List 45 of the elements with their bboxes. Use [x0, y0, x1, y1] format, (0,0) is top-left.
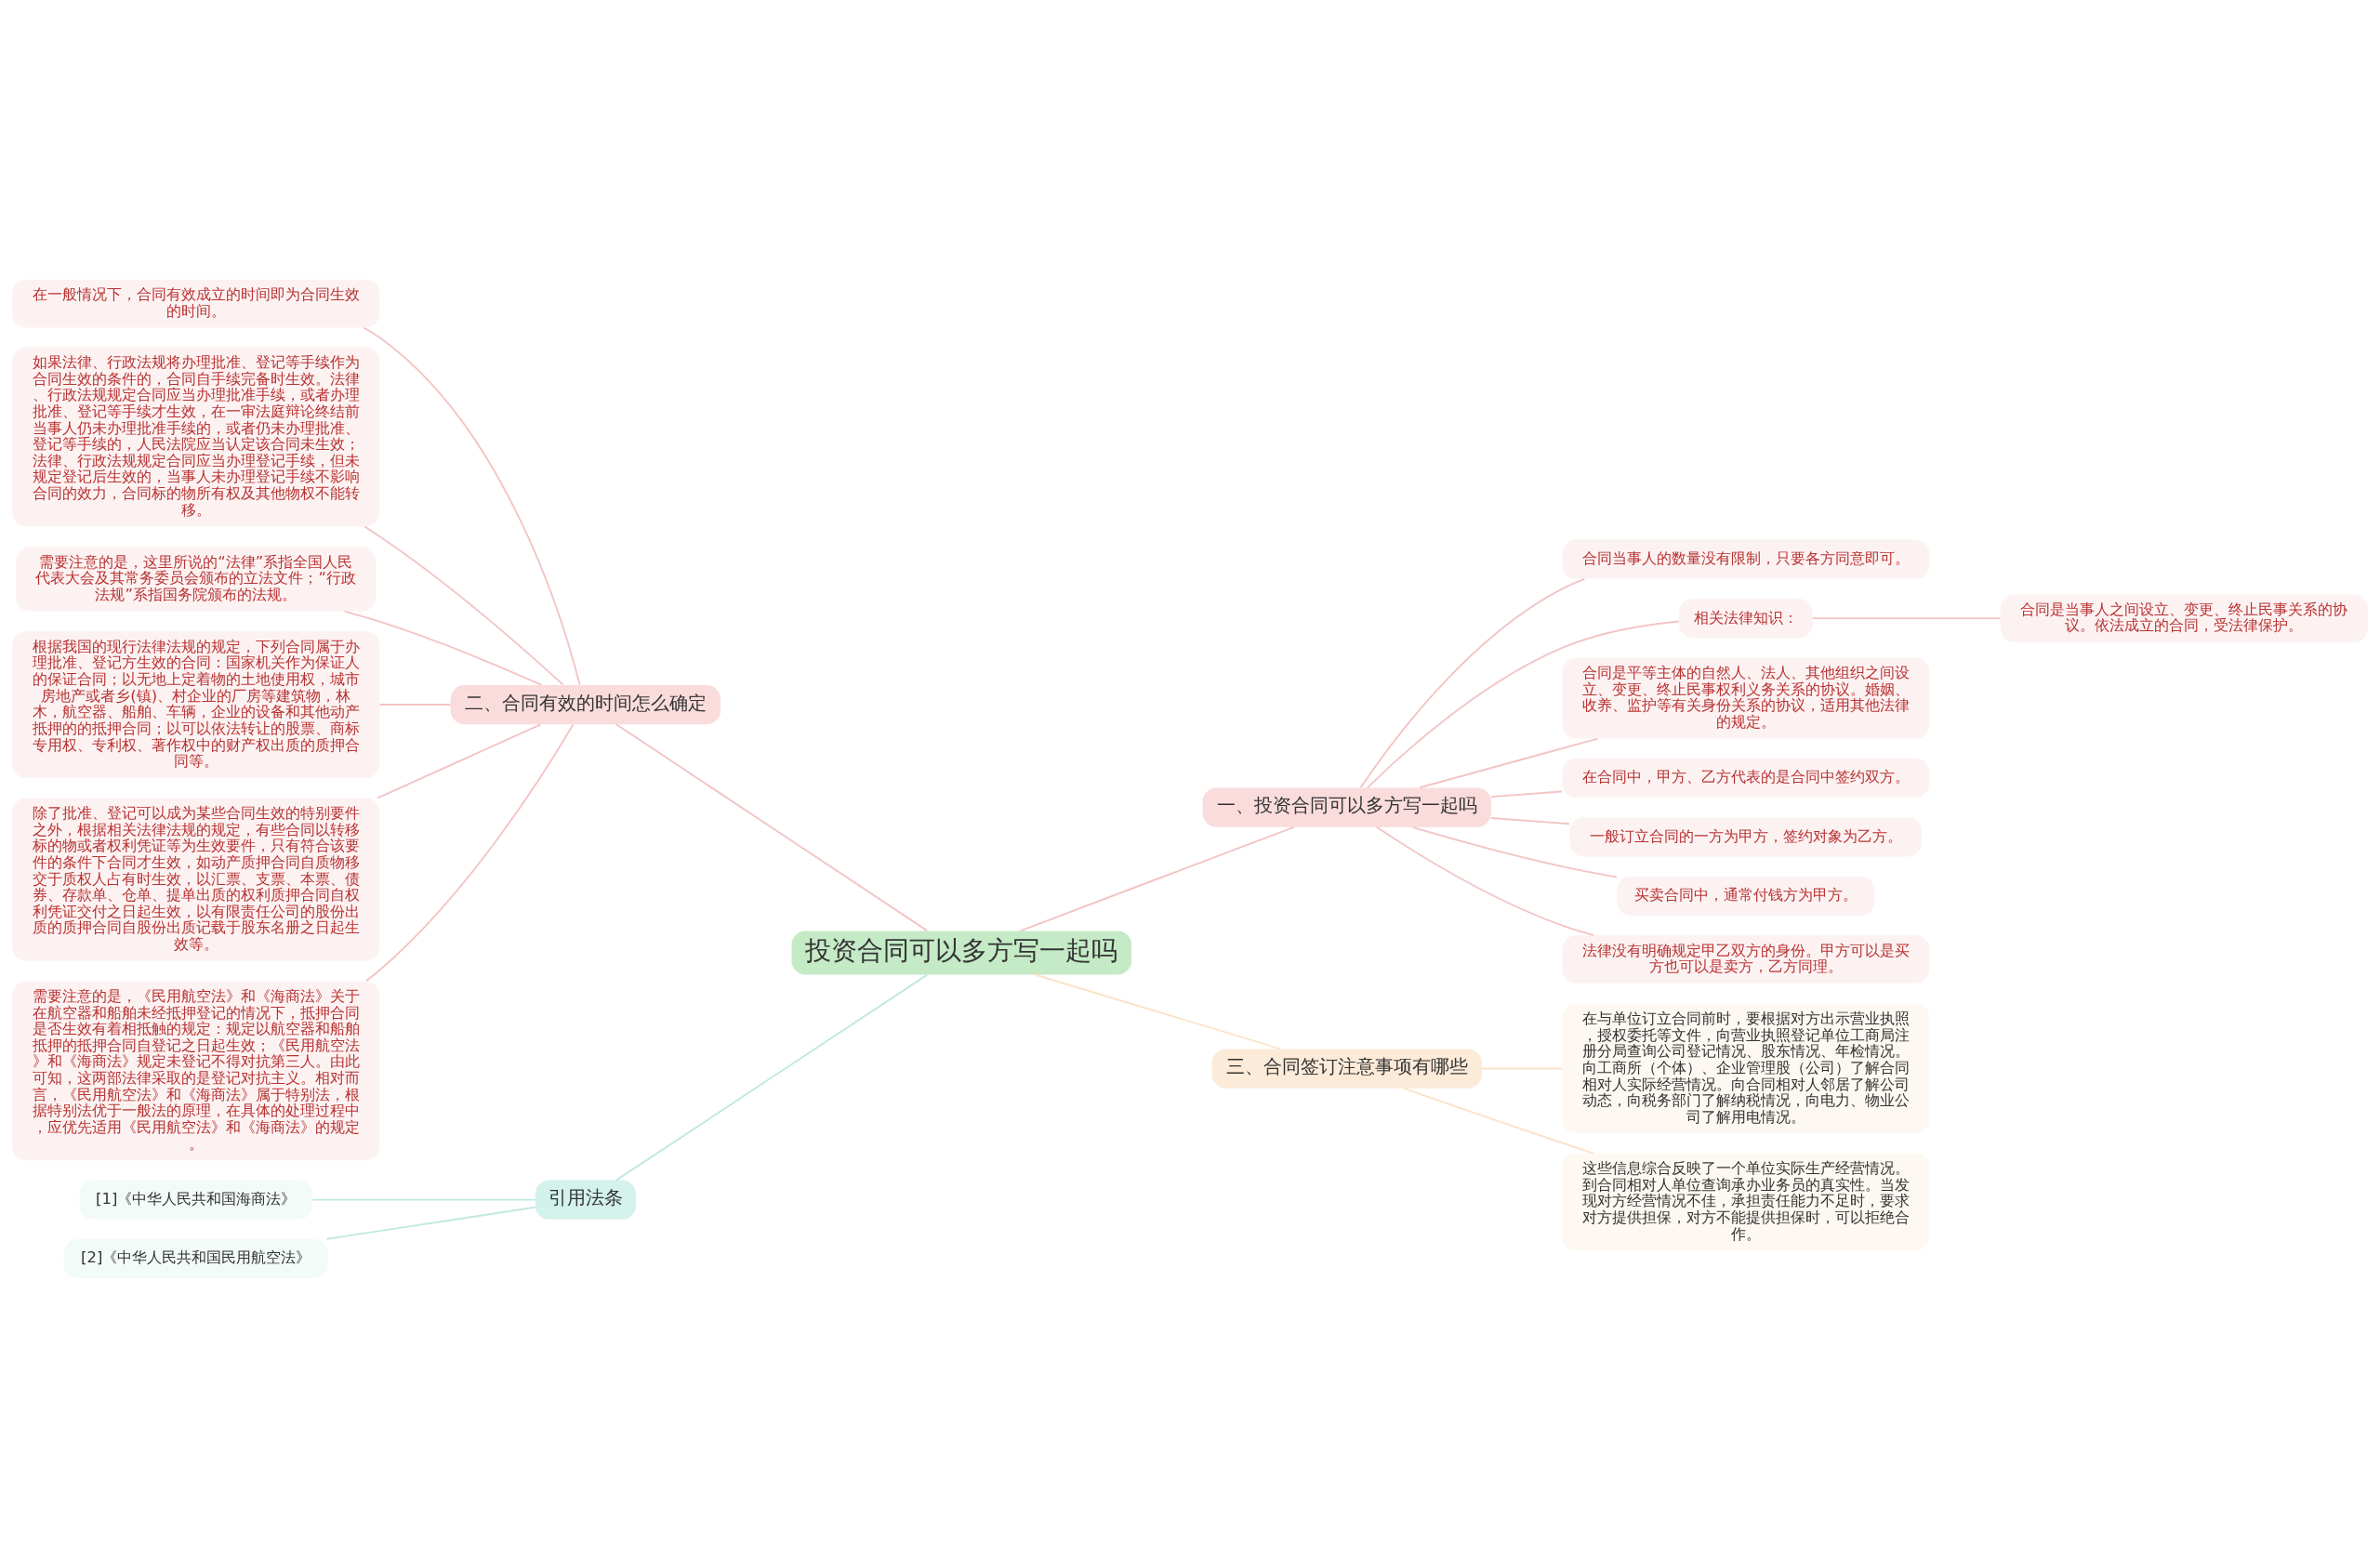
node-box: 需要注意的是，这里所说的“法律”系指全国人民代表大会及其常务委员会颁布的立法文件；“行政法规”系指国务院颁布的法规。: [16, 547, 377, 612]
node-box: 在与单位订立合同前时，要根据对方出示营业执照，授权委托等文件，向营业执照登记单位工商局注册分局查询公司登记情况、股东情况、年检情况。向工商所（个体）、企业管理股（公司）了解合同相对人实际经营情况。向合同相对人邻居了解公司动态，向税务部门了解纳税情况，向电力、物业公司了解用电情况。: [1562, 1003, 1930, 1134]
connector: [311, 1198, 536, 1201]
connector: [365, 723, 575, 983]
node-box: 合同是当事人之间设立、变更、终止民事关系的协议。依法成立的合同，受法律保护。: [2000, 594, 2368, 643]
connector: [1490, 817, 1571, 825]
connector: [343, 610, 543, 686]
connector: [615, 723, 929, 932]
node-box: 合同是平等主体的自然人、法人、其他组织之间设立、变更、终止民事权利义务关系的协议。婚姻、收养、监护等有关身份关系的协议，适用其他法律的规定。: [1562, 657, 1930, 739]
connector: [1481, 1067, 1564, 1070]
connector: [1811, 617, 2002, 620]
node-box: 三、合同签订注意事项有哪些: [1211, 1049, 1482, 1089]
connector: [364, 525, 564, 686]
node-box: 法律没有明确规定甲乙双方的身份。甲方可以是买方也可以是卖方，乙方同理。: [1562, 935, 1930, 984]
node-box: 一般订立合同的一方为甲方，签约对象为乙方。: [1569, 817, 1923, 857]
node-box: 一、投资合同可以多方写一起吗: [1202, 787, 1491, 827]
node-box: 投资合同可以多方写一起吗: [791, 931, 1132, 975]
connector: [1403, 1087, 1594, 1155]
connector: [377, 723, 542, 799]
node-box: 二、合同有效的时间怎么确定: [450, 684, 721, 725]
node-box: [2]《中华人民共和国民用航空法》: [63, 1238, 328, 1279]
connector: [1375, 825, 1595, 937]
connector: [1366, 620, 1680, 789]
connector: [1419, 737, 1599, 789]
node-box: 在一般情况下，合同有效成立的时间即为合同生效的时间。: [12, 279, 380, 328]
node-box: 相关法律知识：: [1679, 599, 1813, 639]
node-box: 引用法条: [535, 1180, 636, 1220]
connector: [1034, 973, 1282, 1050]
connector: [615, 973, 929, 1182]
node-box: 根据我国的现行法律法规的规定，下列合同属于办理批准、登记方生效的合同：国家机关作为保证人的保证合同；以无地上定着物的土地使用权，城市房地产或者乡(镇)、村企业的厂房等建筑物，林木，航空器、船舶、车辆，企业的设备和其他动产抵押的的抵押合同；以可以依法转让的股票、商标专用权、专利权、著作权中的财产权出质的质押合同等。: [12, 631, 380, 778]
connector: [363, 326, 581, 686]
node-box: 需要注意的是，《民用航空法》和《海商法》关于在航空器和船舶未经抵押登记的情况下，抵押合同是否生效有着相抵触的规定：规定以航空器和船舶抵押的抵押合同自登记之日起生效；《民用航空法》和《海商法》规定未登记不得对抗第三人。由此可知，这两部法律采取的是登记对抗主义。相对而言，《民用航空法》和《海商法》属于特别法，根据特别法优于一般法的原理，在具体的处理过程中，应优先适用《民用航空法》和《海商法》的规定。: [12, 981, 380, 1161]
connector: [1359, 577, 1586, 789]
node-box: 除了批准、登记可以成为某些合同生效的特别要件之外，根据相关法律法规的规定，有些合同以转移标的物或者权利凭证等为生效要件，只有符合该要件的条件下合同才生效，如动产质押合同自质物移交于质权人占有时生效，以汇票、支票、本票、债券、存款单、仓单、提单出质的权利质押合同自权利凭证交付之日起生效，以有限责任公司的股份出质的质押合同自股份出质记载于股东名册之日起生效等。: [12, 798, 380, 961]
node-box: 在合同中，甲方、乙方代表的是合同中签约双方。: [1562, 758, 1930, 798]
node-box: 这些信息综合反映了一个单位实际生产经营情况。到合同相对人单位查询承办业务员的真实性。当发现对方经营情况不佳，承担责任能力不足时，要求对方提供担保，对方不能提供担保时，可以拒绝合作。: [1562, 1153, 1930, 1251]
node-box: 买卖合同中，通常付钱方为甲方。: [1617, 876, 1875, 916]
connector: [1411, 825, 1618, 878]
connector: [378, 704, 452, 706]
connector: [325, 1206, 536, 1240]
connector: [1019, 825, 1295, 932]
connector: [1490, 790, 1563, 799]
node-box: [1]《中华人民共和国海商法》: [79, 1180, 312, 1220]
node-box: 如果法律、行政法规将办理批准、登记等手续作为合同生效的条件的，合同自手续完备时生效。法律、行政法规规定合同应当办理批准手续，或者办理批准、登记等手续才生效，在一审法庭辩论终结前当事人仍未办理批准手续的，或者仍未办理批准、登记等手续的，人民法院应当认定该合同未生效；法律、行政法规规定合同应当办理登记手续，但未规定登记后生效的，当事人未办理登记手续不影响合同的效力，合同标的物所有权及其他物权不能转移。: [12, 347, 380, 527]
node-box: 合同当事人的数量没有限制，只要各方同意即可。: [1562, 539, 1930, 579]
